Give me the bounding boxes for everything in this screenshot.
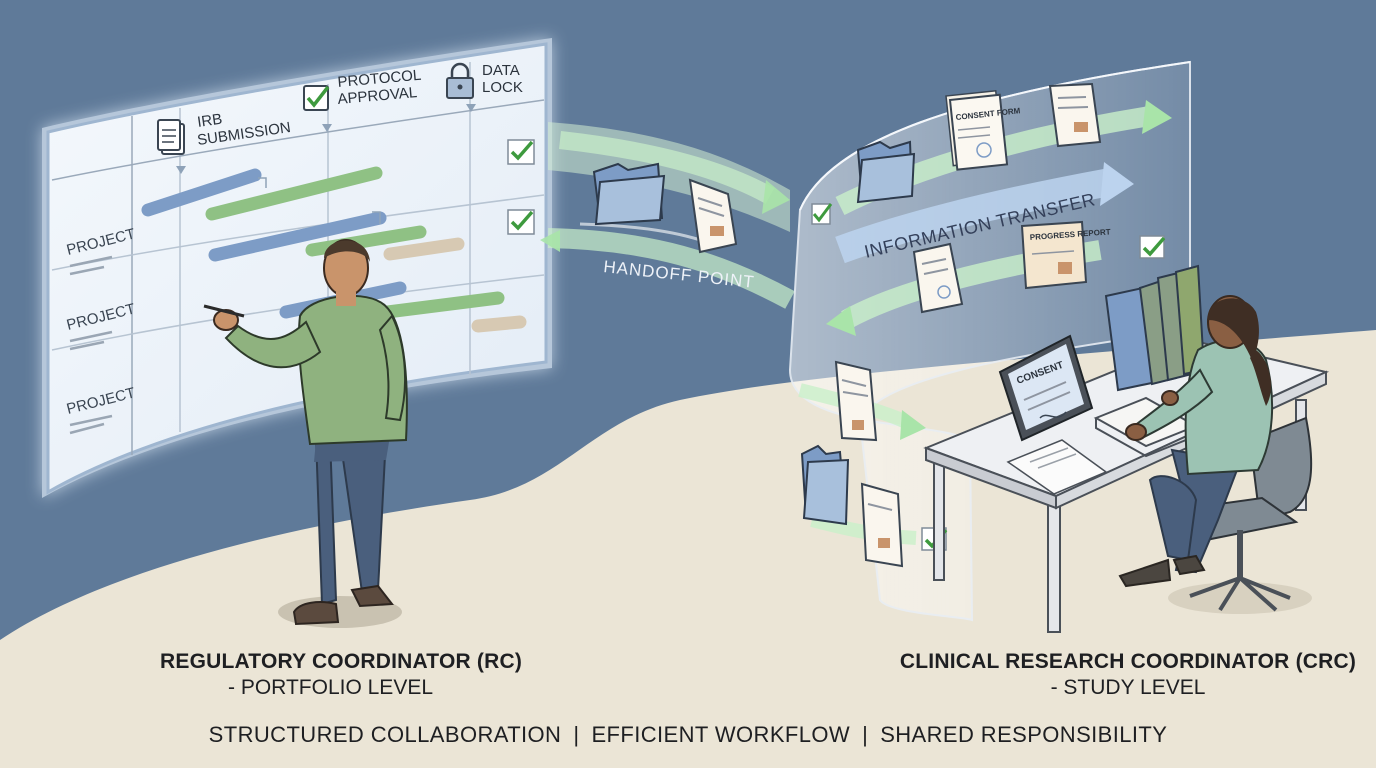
folder-icon xyxy=(856,140,916,204)
checkbox-icon xyxy=(303,85,330,111)
folder-icon xyxy=(800,444,850,526)
document-icon xyxy=(157,119,185,155)
regulatory-coordinator-figure xyxy=(203,239,408,628)
footer-item-collaboration: STRUCTURED COLLABORATION xyxy=(208,722,562,747)
footer-item-responsibility: SHARED RESPONSIBILITY xyxy=(880,722,1168,747)
footer-item-workflow: EFFICIENT WORKFLOW xyxy=(591,722,851,747)
milestone-irb-line1: IRB xyxy=(196,111,223,131)
crc-subtitle: - STUDY LEVEL xyxy=(1050,676,1206,699)
signed-document-icon xyxy=(1048,82,1102,148)
check-icon xyxy=(811,203,833,225)
rc-title: REGULATORY COORDINATOR (RC) xyxy=(160,650,523,673)
footer-separator: | xyxy=(862,722,869,747)
crc-title: CLINICAL RESEARCH COORDINATOR (CRC) xyxy=(899,650,1357,673)
check-icon xyxy=(507,209,535,235)
milestone-protocol-line2: APPROVAL xyxy=(337,84,418,108)
clinical-research-coordinator-figure xyxy=(1118,295,1313,614)
milestone-datalock-line2: LOCK xyxy=(482,79,523,96)
check-icon xyxy=(507,139,535,165)
footer-separator: | xyxy=(573,722,580,747)
footer-tagline: STRUCTURED COLLABORATION | EFFICIENT WORKF… xyxy=(0,722,1376,748)
rc-subtitle: - PORTFOLIO LEVEL xyxy=(228,676,434,699)
padlock-icon xyxy=(446,62,474,99)
signed-document-icon xyxy=(688,178,738,254)
folder-icon xyxy=(592,162,666,226)
check-icon xyxy=(1139,235,1166,259)
signed-document-icon xyxy=(860,482,904,568)
signed-document-icon xyxy=(912,242,964,314)
consent-form-document-icon xyxy=(834,360,878,442)
timeline-board: PROJECT PROJECT PROJECT IRB SUBMISSION P… xyxy=(42,38,552,498)
milestone-datalock-line1: DATA xyxy=(482,62,520,79)
